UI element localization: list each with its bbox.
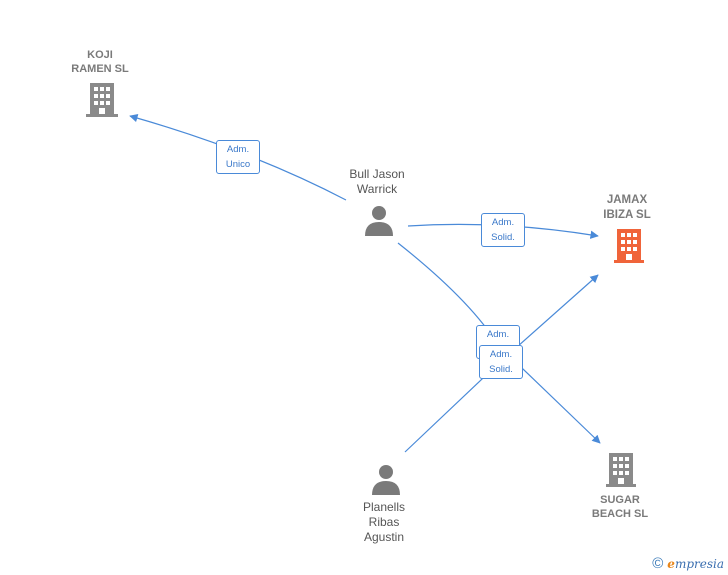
- edge-label-bull-koji: Adm. Unico: [216, 140, 260, 174]
- building-icon-highlighted[interactable]: [614, 229, 644, 263]
- copyright-icon: ©: [652, 555, 664, 572]
- company-name-jamax[interactable]: JAMAX IBIZA SL: [603, 194, 651, 221]
- building-icon[interactable]: [606, 453, 636, 487]
- person-icon[interactable]: [365, 206, 393, 236]
- edge-label-planells: Adm. Solid.: [479, 345, 523, 379]
- building-icon[interactable]: [86, 83, 118, 117]
- person-icon[interactable]: [372, 465, 400, 495]
- company-name-sugar[interactable]: SUGAR BEACH SL: [591, 494, 649, 520]
- person-name-bull[interactable]: Bull Jason Warrick: [349, 167, 405, 196]
- edge-label-bull-jamax: Adm. Solid.: [481, 213, 525, 247]
- brand-footer: ©empresia: [652, 555, 724, 572]
- brand-logo: empresia: [667, 557, 724, 571]
- person-name-planells[interactable]: Planells Ribas Agustin: [362, 500, 406, 544]
- company-name-koji[interactable]: KOJI RAMEN SL: [71, 49, 129, 75]
